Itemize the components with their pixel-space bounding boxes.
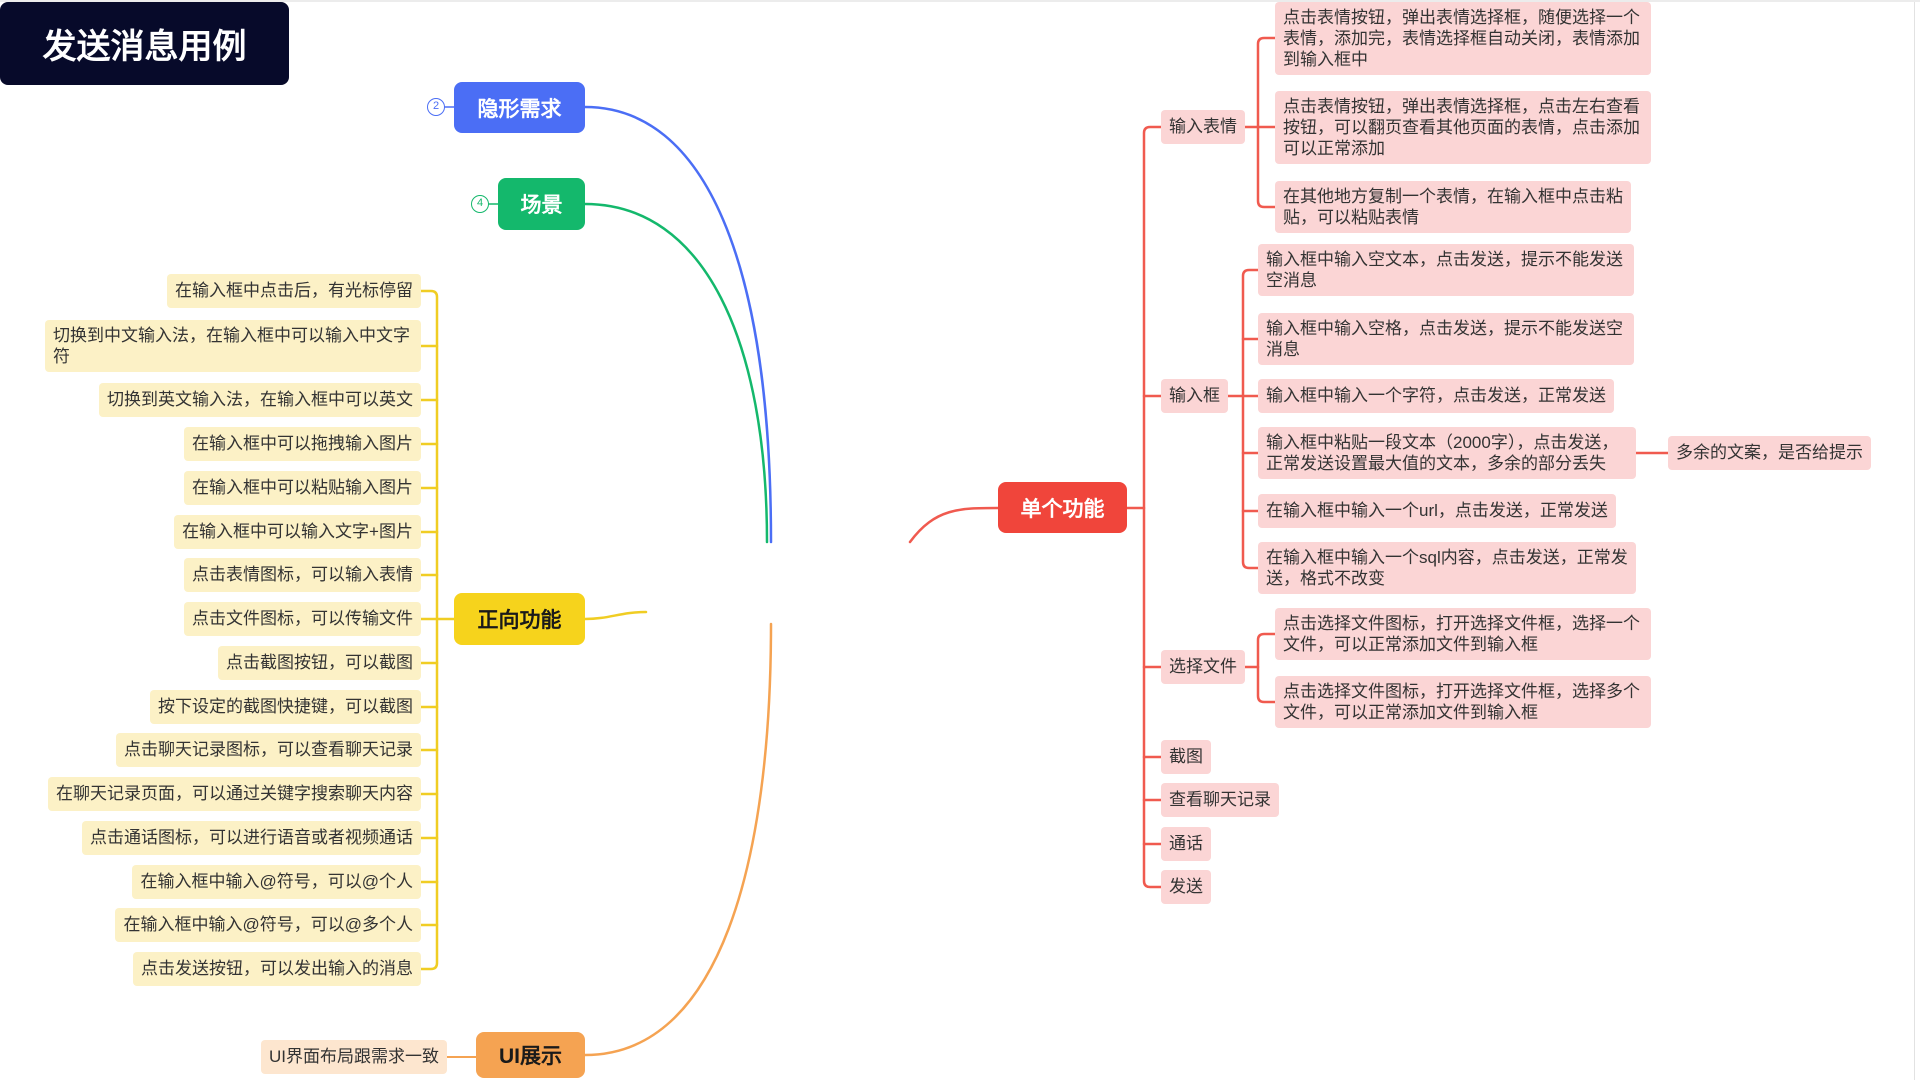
positive-leaf[interactable]: 在输入框中可以输入文字+图片 xyxy=(174,515,421,549)
ui-leaf[interactable]: UI界面布局跟需求一致 xyxy=(261,1040,447,1074)
positive-leaf[interactable]: 点击表情图标，可以输入表情 xyxy=(184,558,421,592)
input-box-leaf[interactable]: 输入框中输入空文本，点击发送，提示不能发送空消息 xyxy=(1258,244,1634,296)
positive-leaf[interactable]: 在输入框中输入@符号，可以@个人 xyxy=(132,865,421,899)
positive-leaf[interactable]: 在聊天记录页面，可以通过关键字搜索聊天内容 xyxy=(48,777,421,811)
input-box-leaf[interactable]: 在输入框中输入一个url，点击发送，正常发送 xyxy=(1258,494,1616,528)
node-call[interactable]: 通话 xyxy=(1161,827,1211,861)
input-box-leaf[interactable]: 输入框中粘贴一段文本（2000字），点击发送，正常发送设置最大值的文本，多余的部… xyxy=(1258,427,1636,479)
hidden-branch-line xyxy=(583,105,773,544)
root-node[interactable]: 发送消息用例 xyxy=(0,2,289,85)
positive-leaf[interactable]: 在输入框中可以粘贴输入图片 xyxy=(184,471,421,505)
node-input-emoji[interactable]: 输入表情 xyxy=(1161,110,1245,144)
positive-leaf[interactable]: 在输入框中可以拖拽输入图片 xyxy=(184,427,421,461)
positive-leaf[interactable]: 点击聊天记录图标，可以查看聊天记录 xyxy=(116,733,421,767)
emoji-leaf[interactable]: 点击表情按钮，弹出表情选择框，随便选择一个表情，添加完，表情选择框自动关闭，表情… xyxy=(1275,2,1651,75)
node-select-file[interactable]: 选择文件 xyxy=(1161,650,1245,684)
hidden-collapse-badge[interactable]: 2 xyxy=(427,98,445,116)
input-box-leaf[interactable]: 输入框中输入空格，点击发送，提示不能发送空消息 xyxy=(1258,313,1634,365)
select-file-leaf[interactable]: 点击选择文件图标，打开选择文件框，选择多个文件，可以正常添加文件到输入框 xyxy=(1275,676,1651,728)
emoji-leaf[interactable]: 在其他地方复制一个表情，在输入框中点击粘贴，可以粘贴表情 xyxy=(1275,181,1631,233)
positive-leaf[interactable]: 切换到英文输入法，在输入框中可以英文 xyxy=(99,383,421,417)
input-box-leaf[interactable]: 输入框中输入一个字符，点击发送，正常发送 xyxy=(1258,379,1614,413)
emoji-leaf[interactable]: 点击表情按钮，弹出表情选择框，点击左右查看按钮，可以翻页查看其他页面的表情，点击… xyxy=(1275,91,1651,164)
positive-leaf[interactable]: 在输入框中点击后，有光标停留 xyxy=(167,274,421,308)
node-chat-history[interactable]: 查看聊天记录 xyxy=(1161,783,1279,817)
scene-branch-line xyxy=(583,202,769,544)
branch-ui-display[interactable]: UI展示 xyxy=(476,1032,585,1078)
positive-leaf[interactable]: 点击截图按钮，可以截图 xyxy=(218,646,421,680)
single-branch-line xyxy=(908,506,1000,544)
scrollbar-track[interactable] xyxy=(1914,2,1915,1080)
input-box-note[interactable]: 多余的文案，是否给提示 xyxy=(1668,436,1871,470)
positive-leaf[interactable]: 点击发送按钮，可以发出输入的消息 xyxy=(133,952,421,986)
positive-leaf[interactable]: 切换到中文输入法，在输入框中可以输入中文字符 xyxy=(45,320,421,372)
branch-hidden-requirements[interactable]: 隐形需求 xyxy=(454,82,585,133)
positive-branch-line xyxy=(583,610,648,621)
positive-leaf[interactable]: 按下设定的截图快捷键，可以截图 xyxy=(150,690,421,724)
node-input-box[interactable]: 输入框 xyxy=(1161,379,1228,413)
branch-scene[interactable]: 场景 xyxy=(498,178,585,230)
positive-leaf[interactable]: 点击通话图标，可以进行语音或者视频通话 xyxy=(82,821,421,855)
node-screenshot[interactable]: 截图 xyxy=(1161,740,1211,774)
input-box-leaf[interactable]: 在输入框中输入一个sql内容，点击发送，正常发送，格式不改变 xyxy=(1258,542,1636,594)
ui-branch-line xyxy=(583,622,773,1057)
node-send[interactable]: 发送 xyxy=(1161,870,1211,904)
scene-collapse-badge[interactable]: 4 xyxy=(471,195,489,213)
positive-leaf[interactable]: 点击文件图标，可以传输文件 xyxy=(184,602,421,636)
select-file-leaf[interactable]: 点击选择文件图标，打开选择文件框，选择一个文件，可以正常添加文件到输入框 xyxy=(1275,608,1651,660)
positive-leaf[interactable]: 在输入框中输入@符号，可以@多个人 xyxy=(115,908,421,942)
branch-single-functions[interactable]: 单个功能 xyxy=(998,482,1127,533)
branch-positive-functions[interactable]: 正向功能 xyxy=(454,593,585,645)
